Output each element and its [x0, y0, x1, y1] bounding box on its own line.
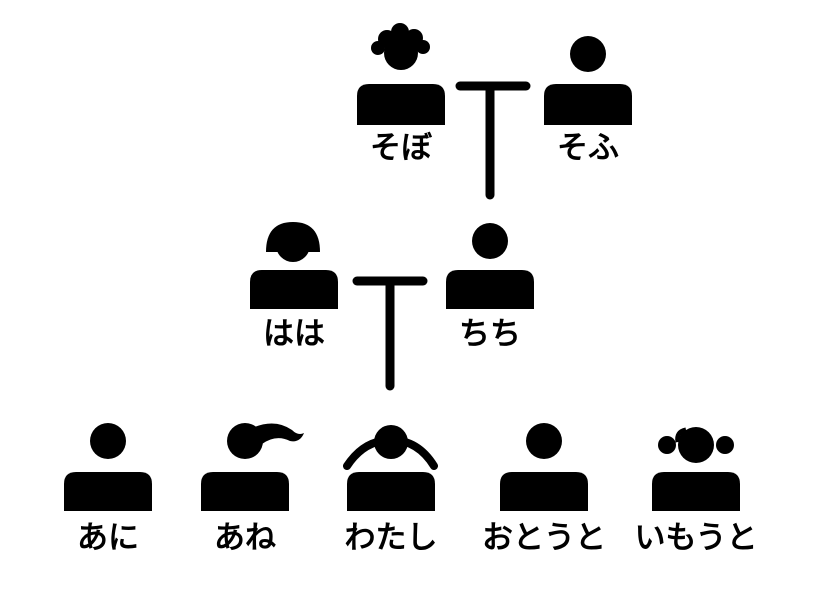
- label-haha: はは: [263, 316, 325, 352]
- label-imouto: いもうと: [634, 520, 758, 556]
- older-brother-icon: [64, 423, 152, 511]
- label-chichi: ちち: [459, 316, 521, 352]
- father-icon: [446, 223, 534, 309]
- label-sofu: そふ: [557, 130, 619, 166]
- grandmother-icon: [357, 23, 445, 125]
- younger-brother-icon: [500, 423, 588, 511]
- self-icon: [343, 425, 438, 511]
- label-sobo: そぼ: [370, 130, 432, 166]
- label-ane: あね: [214, 520, 276, 556]
- label-ani: あに: [77, 520, 139, 556]
- connector-parents: [352, 276, 428, 391]
- label-watashi: わたし: [344, 520, 438, 556]
- connector-grandparents: [455, 81, 531, 200]
- mother-icon: [250, 222, 338, 309]
- younger-sister-icon: [652, 427, 740, 511]
- older-sister-icon: [201, 423, 304, 511]
- label-otouto: おとうと: [482, 520, 606, 556]
- grandfather-icon: [544, 36, 632, 125]
